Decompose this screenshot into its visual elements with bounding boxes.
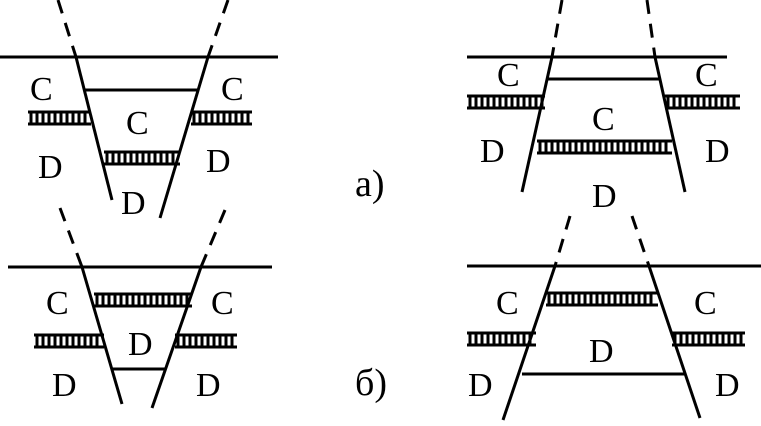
ladder-outer-right bbox=[672, 331, 745, 347]
label-c-left: C bbox=[496, 285, 519, 322]
caption-a: а) bbox=[355, 163, 385, 205]
label-d-right: D bbox=[196, 367, 221, 404]
label-d-right: D bbox=[705, 133, 730, 170]
panel-bottom-left: C C D D D bbox=[8, 207, 272, 409]
dashed-wall-right bbox=[645, 0, 657, 58]
label-d-inner: D bbox=[592, 178, 617, 215]
wall-left bbox=[520, 56, 554, 193]
label-c-left: C bbox=[30, 71, 53, 108]
label-c-inner: C bbox=[592, 101, 615, 138]
wall-right bbox=[158, 56, 210, 219]
ladder-outer-left bbox=[467, 94, 545, 110]
label-c-left: C bbox=[46, 285, 69, 322]
label-c-inner: C bbox=[126, 105, 149, 142]
label-d-inner: D bbox=[128, 326, 153, 363]
ladder-outer-left bbox=[34, 333, 104, 349]
label-d-left: D bbox=[38, 149, 63, 186]
label-d-inner: D bbox=[589, 333, 614, 370]
label-c-right: C bbox=[221, 71, 244, 108]
wall-right bbox=[653, 56, 687, 193]
panel-bottom-right: C C D D D bbox=[467, 215, 761, 421]
ladder-inner bbox=[104, 150, 180, 166]
label-c-right: C bbox=[211, 285, 234, 322]
dashed-wall-left bbox=[553, 215, 572, 267]
label-c-right: C bbox=[695, 57, 718, 94]
dashed-wall-right bbox=[630, 215, 651, 267]
label-d-right: D bbox=[206, 143, 231, 180]
ladder-outer-right bbox=[175, 333, 237, 349]
ladder-inner bbox=[94, 292, 192, 308]
ladder-inner bbox=[537, 139, 672, 155]
label-d-left: D bbox=[468, 367, 493, 404]
dashed-wall-left bbox=[56, 0, 78, 58]
ladder-inner bbox=[546, 291, 658, 307]
label-d-right: D bbox=[715, 367, 740, 404]
ladder-outer-right bbox=[191, 110, 252, 126]
dashed-wall-left bbox=[550, 0, 564, 58]
panel-top-right: C C C D D D bbox=[467, 0, 740, 215]
label-d-left: D bbox=[480, 133, 505, 170]
label-c-right: C bbox=[694, 285, 717, 322]
label-d-left: D bbox=[52, 367, 77, 404]
ladder-outer-left bbox=[28, 110, 91, 126]
label-c-left: C bbox=[497, 57, 520, 94]
caption-b: б) bbox=[355, 362, 387, 404]
dashed-wall-right bbox=[199, 209, 227, 268]
label-d-inner: D bbox=[121, 185, 146, 222]
dashed-wall-left bbox=[58, 207, 84, 268]
dashed-wall-right bbox=[206, 0, 230, 58]
ladder-outer-right bbox=[665, 94, 740, 110]
panel-top-left: C C C D D D bbox=[0, 0, 278, 222]
wall-left bbox=[74, 56, 114, 201]
ladder-outer-left bbox=[467, 331, 536, 347]
